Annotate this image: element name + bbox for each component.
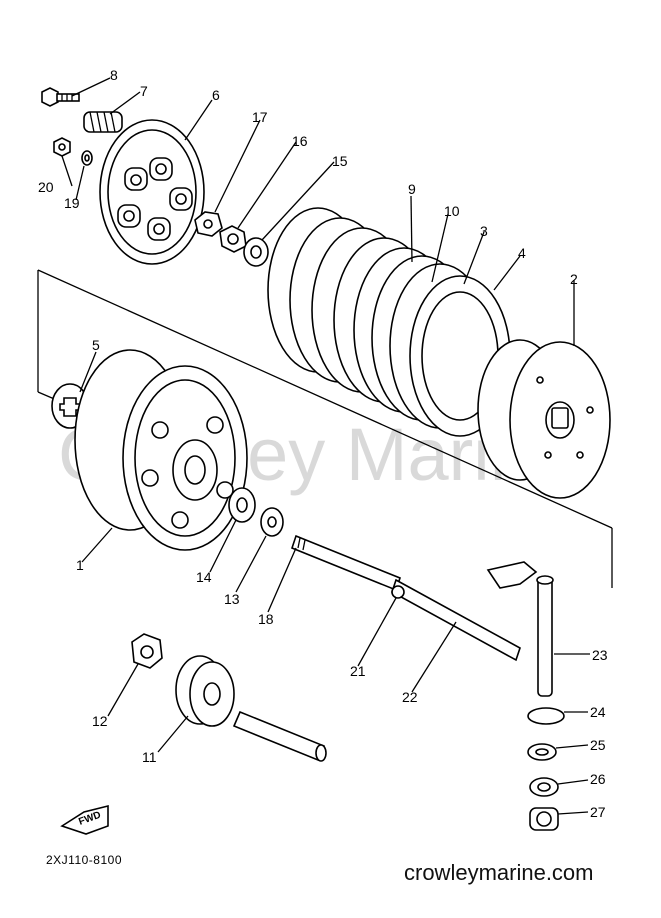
lever-spring-part (527, 707, 565, 725)
callout-9: 9 (408, 181, 416, 197)
callout-18: 18 (258, 611, 274, 627)
website-link[interactable]: crowleymarine.com (404, 860, 594, 885)
callout-27: 27 (590, 804, 606, 820)
bearing-hole (536, 811, 552, 827)
callout-21: 21 (350, 663, 366, 679)
callout-2: 2 (570, 271, 578, 287)
push-lever-part (486, 561, 554, 697)
callout-16: 16 (292, 133, 308, 149)
bolt-part (41, 87, 80, 107)
clutch-nut-hole (227, 233, 239, 245)
fwd-arrow-icon: FWD (60, 804, 109, 835)
callout-5: 5 (92, 337, 100, 353)
housing-spacer-hole (236, 497, 248, 513)
callout-22: 22 (402, 689, 418, 705)
ball-part (391, 585, 405, 599)
callout-24: 24 (590, 704, 606, 720)
callout-20: 20 (38, 179, 54, 195)
callout-19: 19 (64, 195, 80, 211)
lock-washer-hole (203, 219, 213, 229)
primary-gear-part (175, 655, 235, 727)
callout-3: 3 (480, 223, 488, 239)
callout-8: 8 (110, 67, 118, 83)
spring-part (83, 111, 123, 133)
crankshaft-stub (232, 710, 327, 762)
callout-numbers: 8 7 6 17 16 15 9 10 3 4 2 5 20 19 1 14 1… (38, 67, 608, 820)
washer-hole (84, 154, 90, 162)
housing-washer-hole (267, 516, 277, 528)
pressure-plate-part (99, 119, 205, 265)
clutch-washer-hole (250, 245, 262, 259)
callout-11: 11 (142, 749, 157, 765)
callout-13: 13 (224, 591, 240, 607)
thrust-washer-spline (59, 397, 81, 417)
callout-25: 25 (590, 737, 606, 753)
callout-7: 7 (140, 83, 148, 99)
oil-seal-hole (537, 782, 551, 792)
lever-washer-hole (535, 748, 549, 756)
callout-14: 14 (196, 569, 212, 585)
callout-6: 6 (212, 87, 220, 103)
clutch-housing-part (74, 349, 248, 551)
callout-17: 17 (252, 109, 268, 125)
callout-1: 1 (76, 557, 84, 573)
callout-23: 23 (592, 647, 608, 663)
diagram-code: 2XJ110-8100 (46, 853, 122, 867)
callout-15: 15 (332, 153, 348, 169)
push-rod-part (291, 534, 401, 592)
push-rod-long-part (391, 578, 521, 662)
callout-10: 10 (444, 203, 460, 219)
callout-4: 4 (518, 245, 526, 261)
callout-12: 12 (92, 713, 108, 729)
plate-stack-part (267, 207, 511, 437)
nut-hole (58, 143, 66, 151)
leader-lines (61, 77, 590, 815)
callout-26: 26 (590, 771, 606, 787)
gear-nut-hole (140, 645, 154, 659)
clutch-boss-part (477, 339, 611, 499)
